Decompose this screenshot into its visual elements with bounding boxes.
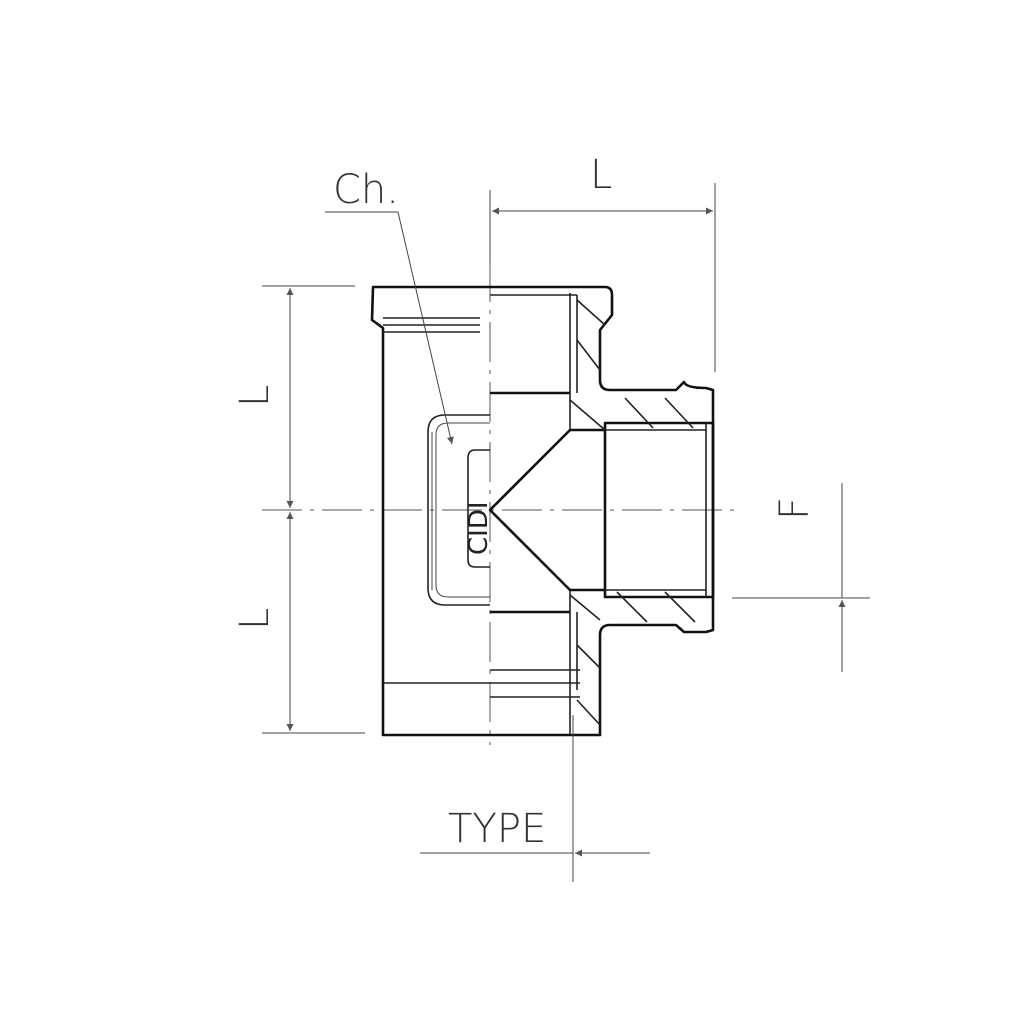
fitting-section-half — [488, 285, 715, 737]
fitting-exterior-half: CIDI — [370, 285, 494, 737]
logo-plate — [467, 449, 490, 568]
chamfer-callout: Ch. — [325, 167, 454, 445]
dimension-thread: F — [732, 483, 870, 672]
label-chamfer: Ch. — [333, 167, 399, 213]
dimension-type: TYPE — [420, 715, 650, 882]
label-length-lower: L — [232, 608, 278, 630]
label-length-top: L — [590, 152, 612, 198]
dimension-left-lengths: L L — [232, 285, 365, 734]
dimension-top-length: L — [489, 152, 716, 372]
label-length-upper: L — [232, 385, 278, 407]
label-thread: F — [772, 497, 818, 520]
label-type: TYPE — [448, 806, 546, 852]
